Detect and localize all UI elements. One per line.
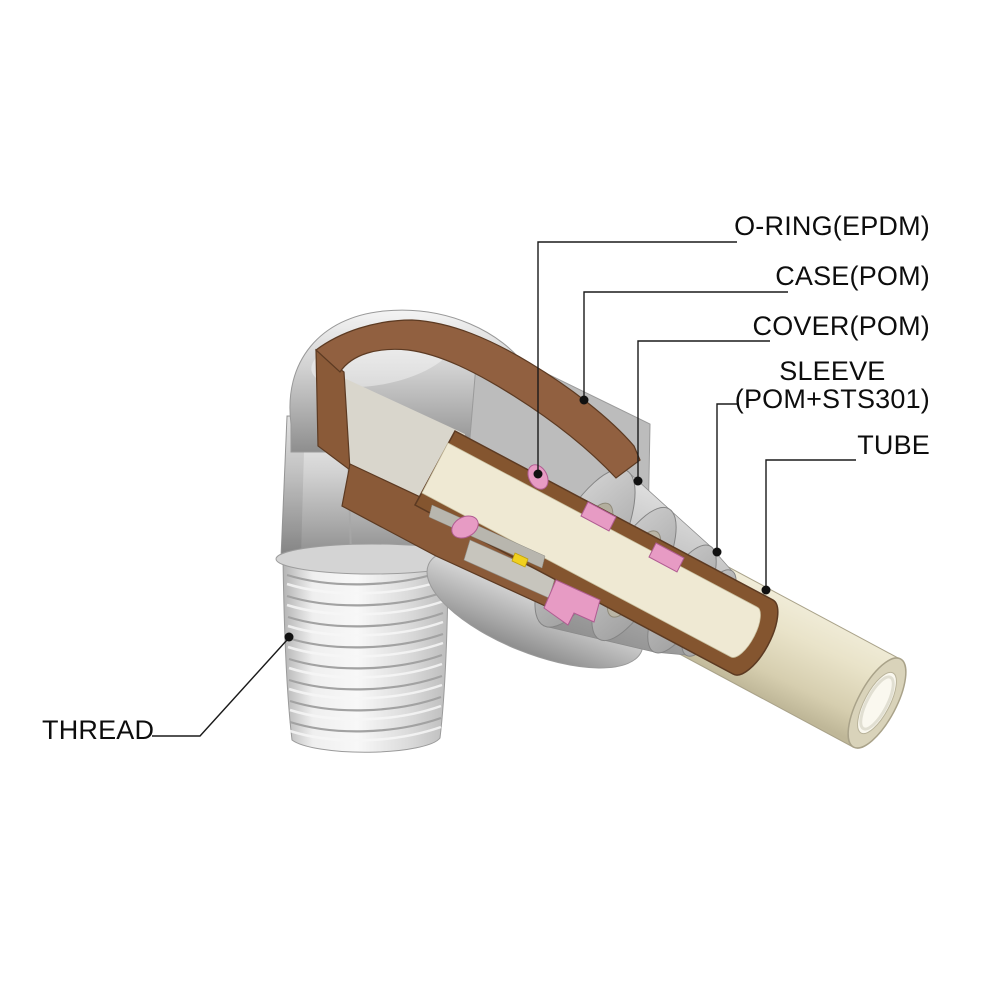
dot-case — [579, 395, 589, 405]
label-sleeve-line2: (POM+STS301) — [734, 384, 930, 414]
leader-thread — [152, 639, 288, 737]
thread-ridges — [286, 569, 445, 733]
leader-case — [583, 291, 788, 397]
cut-faces — [315, 319, 779, 676]
bore-channel-cream — [421, 442, 761, 658]
thread-highlights — [286, 578, 445, 742]
cut-top-band — [315, 319, 641, 479]
sleeve-tooth-2 — [648, 542, 685, 573]
dot-cover — [633, 476, 643, 486]
dot-tube — [761, 585, 771, 595]
leader-sleeve — [716, 403, 739, 549]
leader-lines — [152, 241, 856, 737]
label-sleeve-line1: SLEEVE — [779, 356, 886, 386]
dot-thread — [284, 632, 294, 642]
o-ring-lower — [451, 515, 479, 539]
sleeve-tooth-1 — [580, 501, 617, 532]
label-case: CASE(POM) — [775, 261, 930, 291]
leader-tube — [765, 459, 856, 587]
leader-cover — [637, 340, 770, 478]
label-cover: COVER(POM) — [752, 311, 930, 341]
seal-parts — [451, 464, 685, 626]
dot-o-ring — [533, 469, 543, 479]
label-tube: TUBE — [857, 430, 930, 460]
sleeve-bracket-pink — [543, 579, 601, 626]
leader-dots — [284, 395, 771, 642]
tube-bore-hole — [857, 671, 897, 735]
label-thread: THREAD — [42, 715, 155, 745]
dot-sleeve — [712, 547, 722, 557]
spring-clip-yellow — [511, 552, 529, 568]
label-sleeve: SLEEVE (POM+STS301) — [735, 357, 930, 413]
tube-bore-shadow — [859, 675, 895, 731]
leader-o-ring — [537, 241, 737, 471]
label-o-ring: O-RING(EPDM) — [734, 211, 930, 241]
thread-stud — [282, 557, 449, 753]
